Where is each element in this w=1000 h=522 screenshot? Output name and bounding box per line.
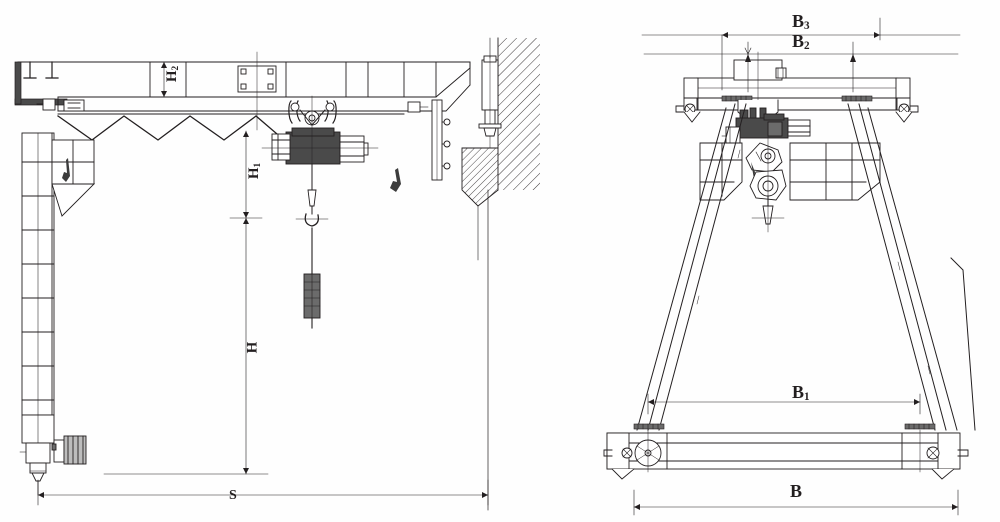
- leg-head-bracket: [51, 139, 96, 217]
- pendant-control: [303, 227, 321, 329]
- girder-end-stop-left: [63, 99, 85, 112]
- left-leg: [636, 103, 747, 431]
- bottom-end-carriage: [603, 429, 969, 480]
- leg-base-bolt-row-left: [633, 423, 665, 430]
- dimension-label-s: S: [229, 488, 237, 503]
- right-leg: [847, 103, 976, 431]
- dimension-H2: [161, 61, 167, 98]
- leg-base-bolt-row-right: [904, 423, 936, 430]
- platform-left: [699, 142, 743, 201]
- leg-bolt-row-right: [841, 95, 873, 102]
- leg-hook-small: [62, 158, 70, 182]
- auxiliary-hook: [390, 168, 401, 192]
- dimension-label-b1: B1: [792, 382, 810, 403]
- dimension-B2: [643, 41, 959, 93]
- rail-post-right: [478, 55, 502, 149]
- dimension-label-b3: B3: [792, 11, 810, 32]
- hook-block-front: [745, 135, 787, 233]
- dimension-H: [103, 217, 269, 475]
- dimension-label-b2: B2: [792, 31, 810, 52]
- limit-switch-box: [36, 98, 56, 111]
- platform-right: [789, 142, 881, 201]
- bridge-girder-front: [675, 51, 919, 123]
- leg-travel-drive: [19, 414, 87, 496]
- right-view-front-elevation: [603, 17, 976, 516]
- dimension-label-h1: H1: [246, 162, 263, 180]
- trolley-front: [721, 99, 811, 146]
- dimension-label-h2: H2: [164, 65, 181, 83]
- wall-face: [14, 61, 22, 105]
- festoon-zigzag: [57, 115, 285, 141]
- dimension-label-b: B: [790, 481, 803, 501]
- left-view-side-elevation: [14, 37, 540, 511]
- dimension-label-h: H: [244, 341, 261, 354]
- wall-bracket-conductor: [407, 99, 451, 181]
- electric-hoist-trolley: [261, 95, 379, 227]
- dimension-B3: [641, 17, 961, 91]
- dimension-S: [37, 479, 489, 506]
- dimension-B: [633, 489, 959, 516]
- dimension-B1: [647, 393, 921, 415]
- wall-hatching: [461, 37, 540, 261]
- main-girder: [57, 61, 471, 112]
- lattice-support-leg: [21, 132, 55, 416]
